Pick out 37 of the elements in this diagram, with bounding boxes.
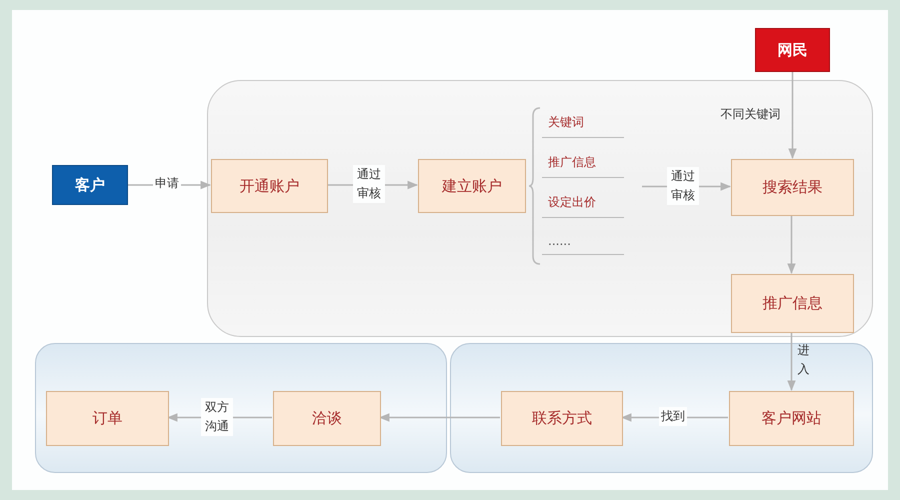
arrow (787, 215, 796, 274)
process-box (211, 159, 328, 213)
process-box (501, 391, 623, 446)
edge-label: 找到 (659, 406, 687, 426)
grouping-panel (35, 343, 447, 473)
node-label: 网民 (778, 40, 808, 60)
grouping-panel (207, 80, 873, 337)
edge-label: 通过审核 (667, 166, 699, 205)
edge-label: 进入 (796, 342, 810, 378)
arrow (788, 72, 797, 160)
node-label: 联系方式 (532, 409, 592, 428)
arrow (378, 413, 500, 422)
process-box (46, 391, 169, 446)
edge-label: 通过审核 (353, 165, 385, 204)
node-label: 搜索结果 (762, 178, 822, 197)
node-label: 推广信息 (762, 294, 822, 313)
process-box (755, 28, 830, 72)
list-item: 关键词 (542, 114, 624, 138)
node-label: 客户网站 (762, 409, 822, 428)
node-label: 开通账户 (240, 176, 300, 196)
process-box (729, 391, 854, 446)
list-item: ...... (542, 234, 624, 255)
grouping-panel (450, 343, 873, 473)
process-box (418, 159, 526, 213)
process-box (273, 391, 381, 446)
node-label: 建立账户 (442, 176, 502, 196)
list-item: 推广信息 (542, 154, 624, 178)
edge-label: 不同关键词 (720, 106, 782, 123)
process-box (52, 165, 128, 205)
edge-label: 双方沟通 (201, 398, 233, 436)
node-label: 订单 (92, 409, 122, 428)
list-item: 设定出价 (542, 194, 624, 218)
node-label: 洽谈 (312, 409, 342, 428)
node-label: 客户 (75, 176, 105, 194)
process-box (731, 159, 854, 216)
process-box (731, 274, 854, 333)
arrow (787, 332, 796, 392)
